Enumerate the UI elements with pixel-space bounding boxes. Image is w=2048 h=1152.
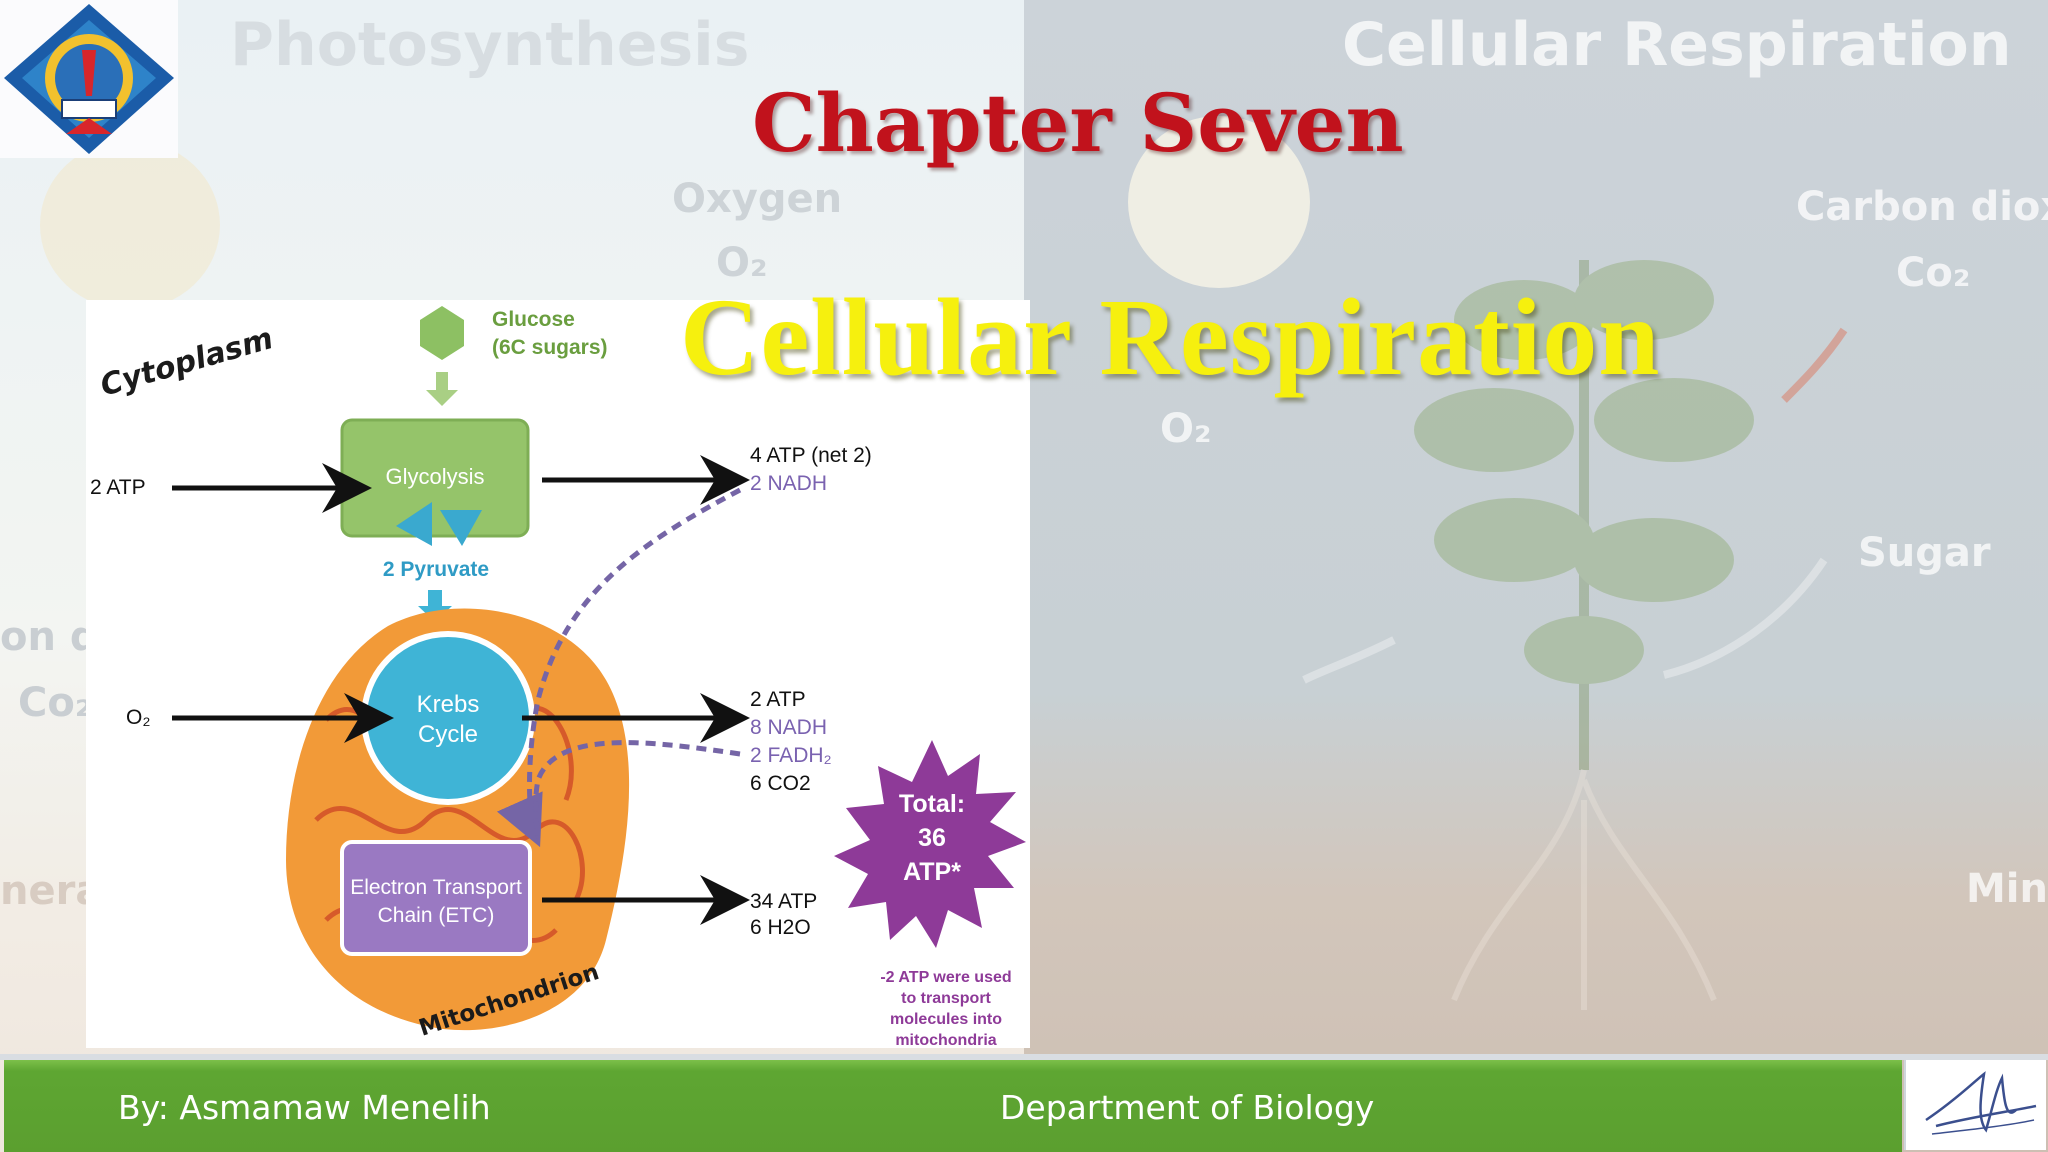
total-label-line1: Total: (899, 790, 965, 818)
footnote-line4: mitochondria (895, 1032, 996, 1048)
glycolysis-output-nadh: 2 NADH (750, 472, 827, 495)
etc-box (340, 840, 532, 956)
footnote-line1: -2 ATP were used (880, 969, 1011, 986)
krebs-output-atp: 2 ATP (750, 688, 806, 711)
background-heading-right: Cellular Respiration (1342, 10, 2012, 80)
chapter-title: Chapter Seven (752, 76, 1404, 170)
background-plant-illustration (1302, 260, 1848, 1010)
krebs-output-nadh: 8 NADH (750, 716, 827, 739)
background-sun-left (40, 140, 220, 310)
glucose-label-line1: Glucose (492, 308, 575, 331)
etc-output-atp: 34 ATP (750, 890, 817, 913)
glycolysis-output-atp: 4 ATP (net 2) (750, 444, 872, 467)
total-label-line3: ATP* (903, 858, 961, 886)
main-title: Cellular Respiration (680, 276, 1661, 398)
footer-department: Department of Biology (1000, 1088, 1375, 1127)
footnote-line3: molecules into (890, 1011, 1002, 1028)
fadh2-dashed-path (533, 740, 741, 839)
background-sugar-label: Sugar (1858, 530, 1991, 576)
input-o2-label: O₂ (126, 706, 151, 729)
signature-image (1904, 1060, 2046, 1150)
krebs-label-line2: Cycle (418, 721, 478, 748)
background-o2-label: O₂ (716, 240, 768, 286)
background-carbon-dioxide-label: Carbon dioxide (1796, 184, 2048, 230)
background-co2-label: Co₂ (1896, 250, 1971, 296)
background-co2-left-label: Co₂ (18, 680, 93, 726)
footnote-line2: to transport (901, 990, 991, 1007)
krebs-label-line1: Krebs (417, 691, 480, 718)
glucose-hexagon-icon (420, 306, 464, 360)
background-oxygen-label: Oxygen (672, 176, 843, 222)
pyruvate-label: 2 Pyruvate (383, 558, 489, 581)
glycolysis-label: Glycolysis (385, 464, 484, 489)
total-atp-starburst (834, 740, 1026, 948)
glucose-label-line2: (6C sugars) (492, 336, 608, 359)
etc-label-line2: Chain (ETC) (378, 904, 495, 927)
krebs-output-fadh2: 2 FADH₂ (750, 744, 832, 767)
etc-label-line1: Electron Transport (350, 876, 522, 899)
footer-bar (4, 1060, 1902, 1152)
total-label-line2: 36 (918, 824, 946, 852)
krebs-output-co2: 6 CO2 (750, 772, 811, 795)
footer-author: By: Asmamaw Menelih (118, 1088, 491, 1127)
footer-divider (0, 1054, 2048, 1060)
krebs-cycle-circle (361, 631, 535, 805)
etc-output-h2o: 6 H2O (750, 916, 811, 939)
pyruvate-triangle-left-icon (396, 502, 432, 546)
background-minerals-right-label: Mine (1966, 866, 2048, 912)
background-o2-right-label: O₂ (1160, 406, 1212, 452)
cellular-respiration-diagram: Glucose (6C sugars) Cytoplasm Glycolysis… (86, 300, 1030, 1049)
glucose-down-arrow-icon (426, 372, 458, 406)
background-heading-left: Photosynthesis (230, 10, 750, 80)
background-sun-right (1128, 116, 1310, 288)
pyruvate-triangle-right-icon (440, 510, 482, 546)
university-logo (0, 0, 178, 158)
input-atp-label: 2 ATP (90, 476, 146, 499)
